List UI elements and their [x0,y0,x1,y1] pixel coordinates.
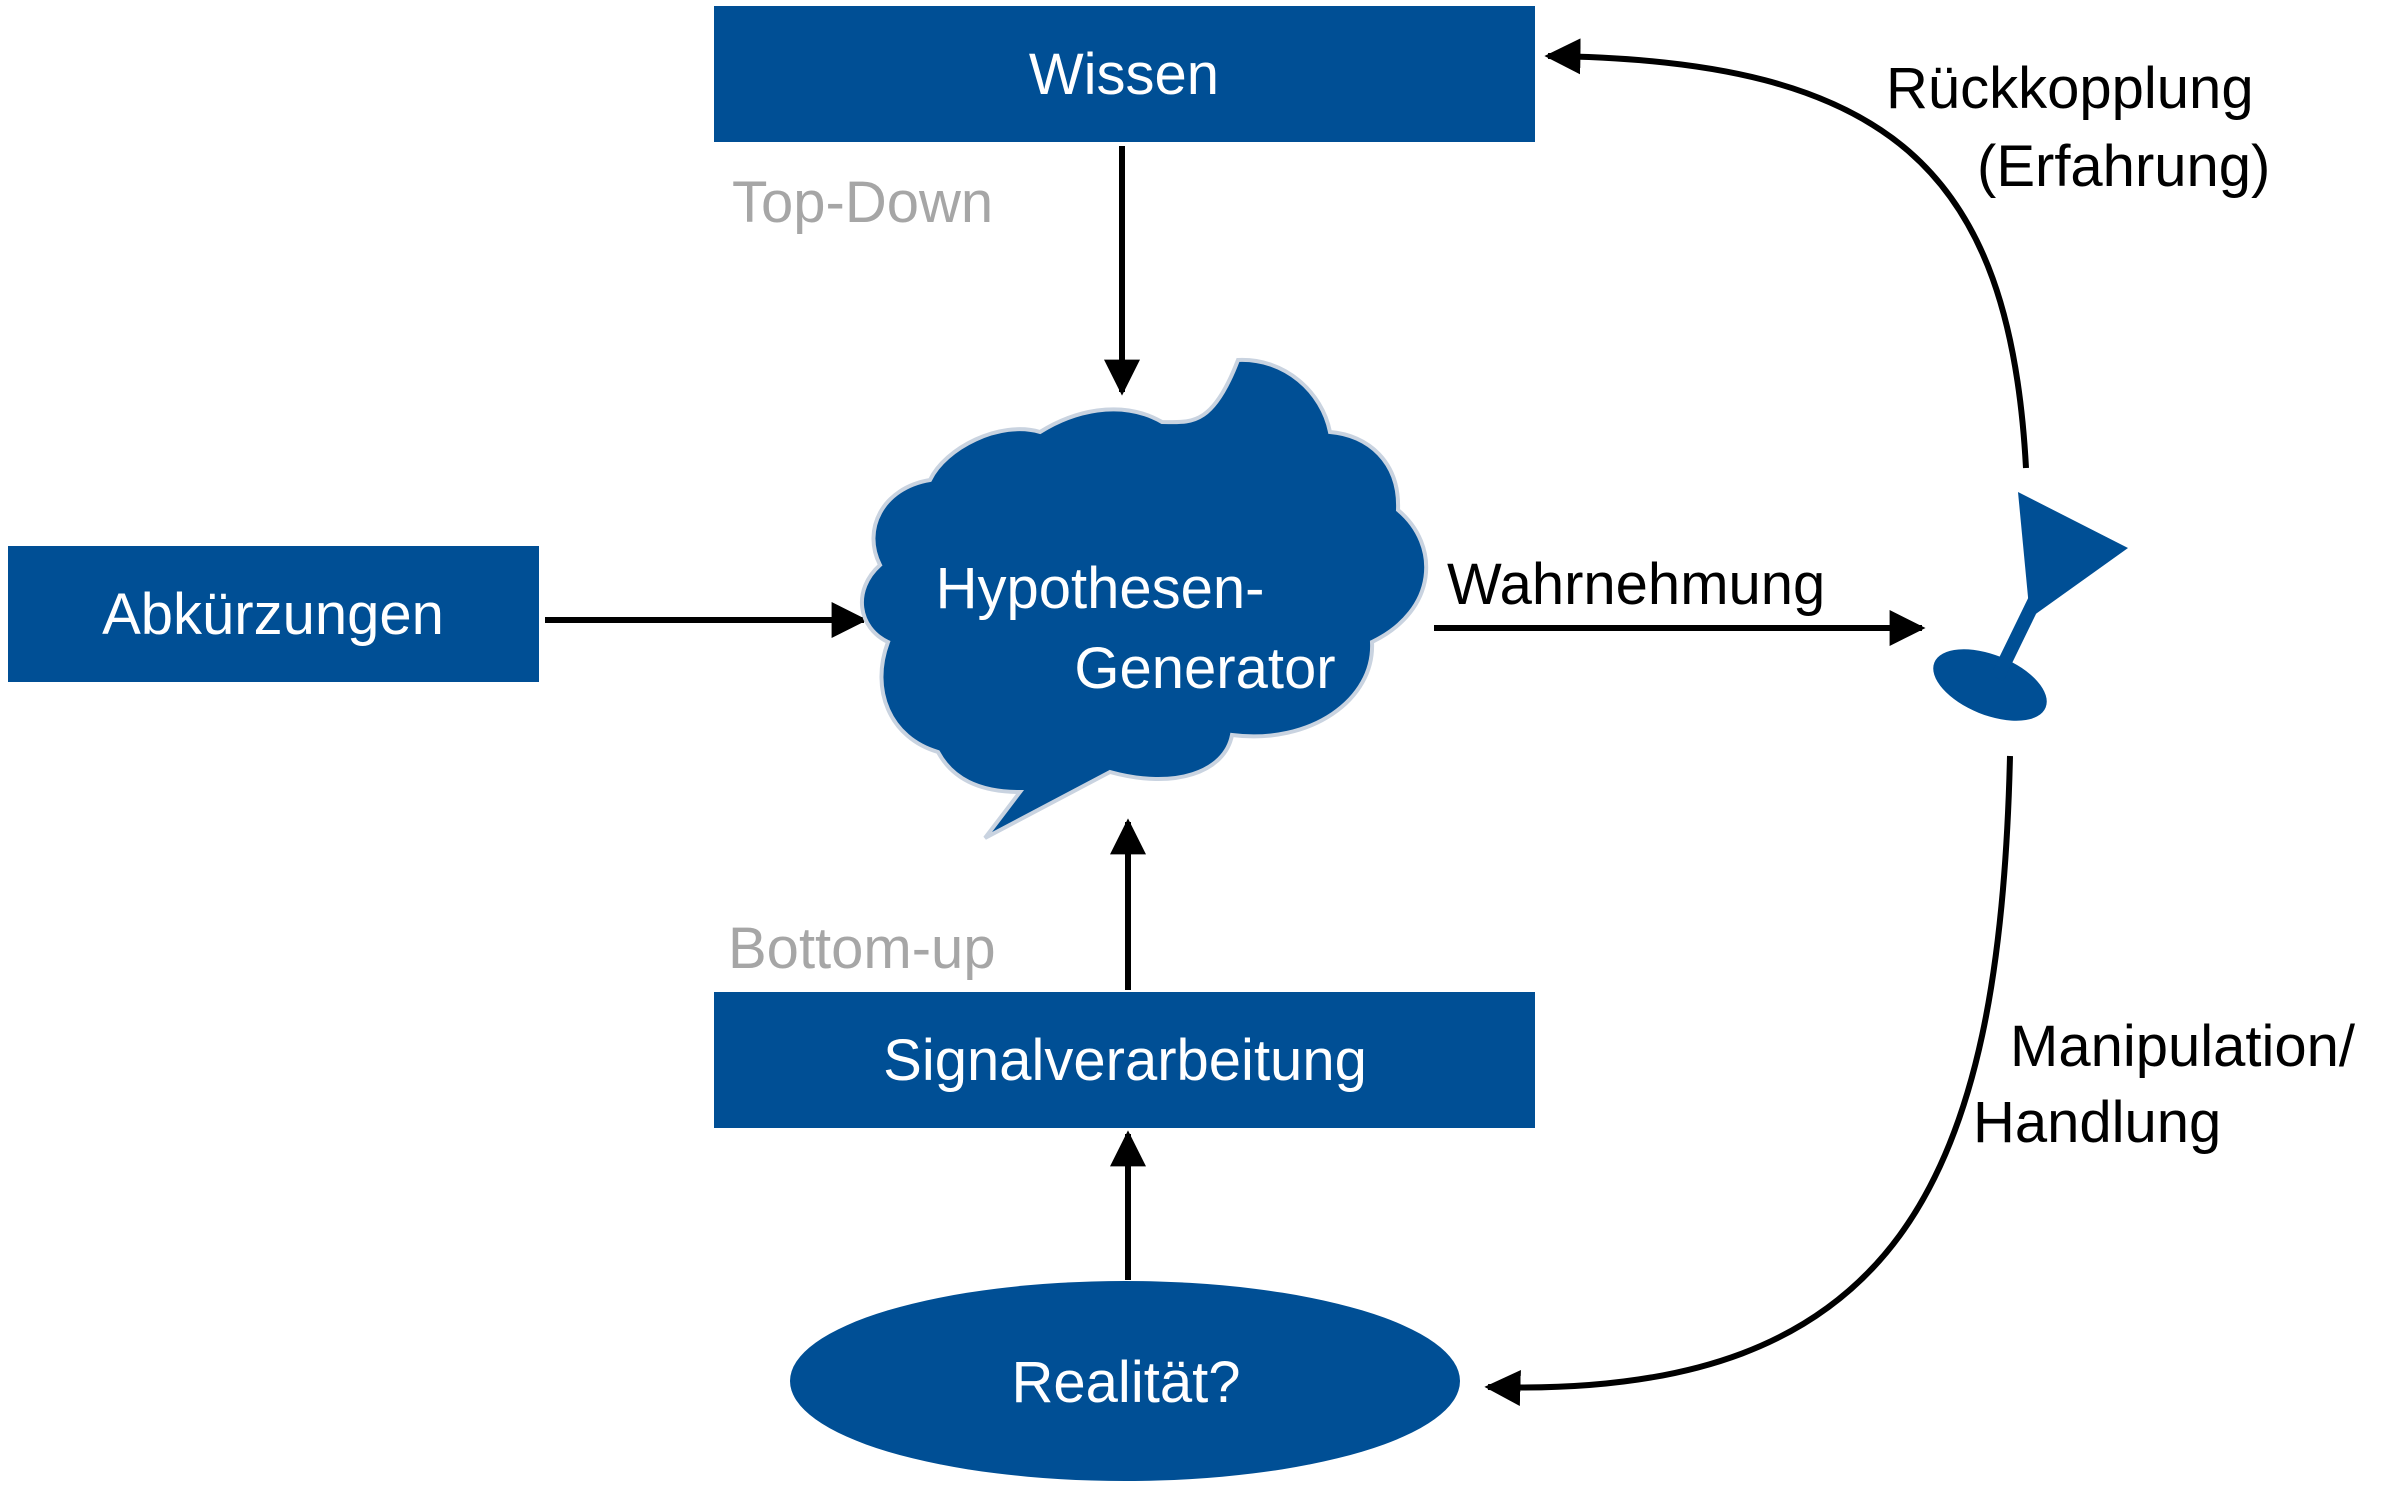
realitaet-ellipse [790,1281,1460,1481]
manipulation-arrow [1484,755,2013,1406]
top-down-label: Top-Down [732,170,993,235]
realitaet-label: Realität? [1012,1350,1241,1415]
abkuerzungen-box [8,546,539,682]
signalverarbeitung-label: Signalverarbeitung [883,1028,1367,1093]
hypothesen-label-line1: Hypothesen- [936,556,1265,621]
manipulation-label-line1: Manipulation/ [2010,1014,2356,1079]
rueckkopplung-label-line1: Rückkopplung [1886,56,2254,121]
bottom-up-label: Bottom-up [728,916,996,981]
manipulation-label-line2: Handlung [1973,1090,2221,1155]
signalverarbeitung-box [714,992,1535,1128]
flag-icon [1933,492,2128,721]
wissen-box [714,6,1535,142]
abkuerzungen-label: Abkürzungen [102,582,444,647]
wahrnehmung-label: Wahrnehmung [1447,552,1825,617]
realitaet-node: Realität? [790,1281,1460,1481]
hypothesen-label-line2: Generator [1074,636,1335,701]
rueckkopplung-label-line2: (Erfahrung) [1977,134,2270,199]
brain-cloud-icon [859,357,1429,840]
hypothesen-generator-node: Hypothesen- Generator [859,357,1429,840]
abkuerzungen-node: Abkürzungen [8,546,539,682]
rueckkopplung-arrow [1544,38,2029,469]
wissen-node: Wissen [714,6,1535,142]
signalverarbeitung-node: Signalverarbeitung [714,992,1535,1128]
wissen-label: Wissen [1029,42,1219,107]
